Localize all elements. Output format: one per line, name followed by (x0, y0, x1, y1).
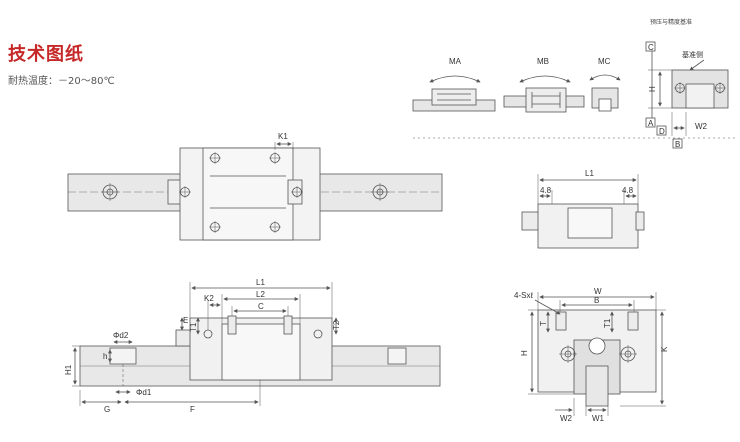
datum-a: A (648, 119, 654, 128)
end-dim-h: H (520, 350, 529, 356)
front-dim-k2: K2 (204, 294, 214, 303)
end-dim-w1: W1 (592, 414, 605, 423)
front-dim-l1: L1 (256, 278, 265, 287)
moment-ma-view: MA (412, 57, 496, 112)
heat-resistance-spec: 耐热温度：－20～80℃ (8, 72, 115, 87)
front-dim-l2: L2 (256, 290, 265, 299)
moment-mc-view: MC (589, 57, 621, 112)
front-dim-t1: T1 (189, 322, 198, 332)
side-view-small: L1 4.8 4.8 (521, 169, 645, 249)
moment-mb-label: MB (537, 57, 549, 66)
top-view-drawing: K1 (67, 132, 443, 241)
datum-c: C (648, 43, 654, 52)
datum-b: B (675, 140, 680, 149)
datum-dim-w2: W2 (695, 122, 708, 131)
end-dim-w2: W2 (560, 414, 573, 423)
end-dim-k: K (660, 346, 669, 352)
page-title: 技术图纸 (8, 44, 84, 65)
front-dim-t2: T2 (332, 320, 341, 330)
top-dim-k1: K1 (278, 132, 288, 141)
end-dim-t: T (539, 321, 548, 326)
front-dim-c: C (258, 302, 264, 311)
front-dim-f: F (190, 405, 195, 414)
end-dim-b: B (594, 296, 599, 305)
heat-resistance-value: －20～80℃ (58, 76, 115, 87)
side-dim-left-offset: 4.8 (540, 186, 552, 195)
front-view-drawing: L1 L2 K2 C E T1 T2 H1 h Φd2 (64, 278, 441, 414)
end-dim-t1: T1 (603, 318, 612, 328)
front-dim-g: G (104, 405, 110, 414)
front-dim-d2: Φd2 (113, 331, 129, 340)
front-dim-d1: Φd1 (136, 388, 152, 397)
front-dim-h: h (103, 352, 107, 361)
side-dim-l1: L1 (585, 169, 594, 178)
end-dim-thread: 4-Sxℓ (514, 291, 533, 300)
front-dim-e: E (183, 316, 188, 325)
side-dim-right-offset: 4.8 (622, 186, 634, 195)
preload-accuracy-caption: 预压与精度基准 (650, 19, 693, 26)
heat-resistance-label: 耐热温度： (8, 76, 58, 87)
moment-mb-view: MB (503, 57, 585, 113)
datum-dim-h: H (648, 86, 657, 92)
front-dim-h1: H1 (64, 364, 73, 375)
moment-ma-label: MA (449, 57, 462, 66)
end-view-drawing: W B 4-Sxℓ T T1 H K W2 W1 (514, 287, 669, 423)
reference-side-label: 基准侧 (682, 50, 703, 59)
end-dim-w: W (594, 287, 602, 296)
datum-reference-view: H W2 基准侧 C A D B (645, 41, 729, 149)
datum-d: D (659, 127, 665, 136)
moment-mc-label: MC (598, 57, 611, 66)
